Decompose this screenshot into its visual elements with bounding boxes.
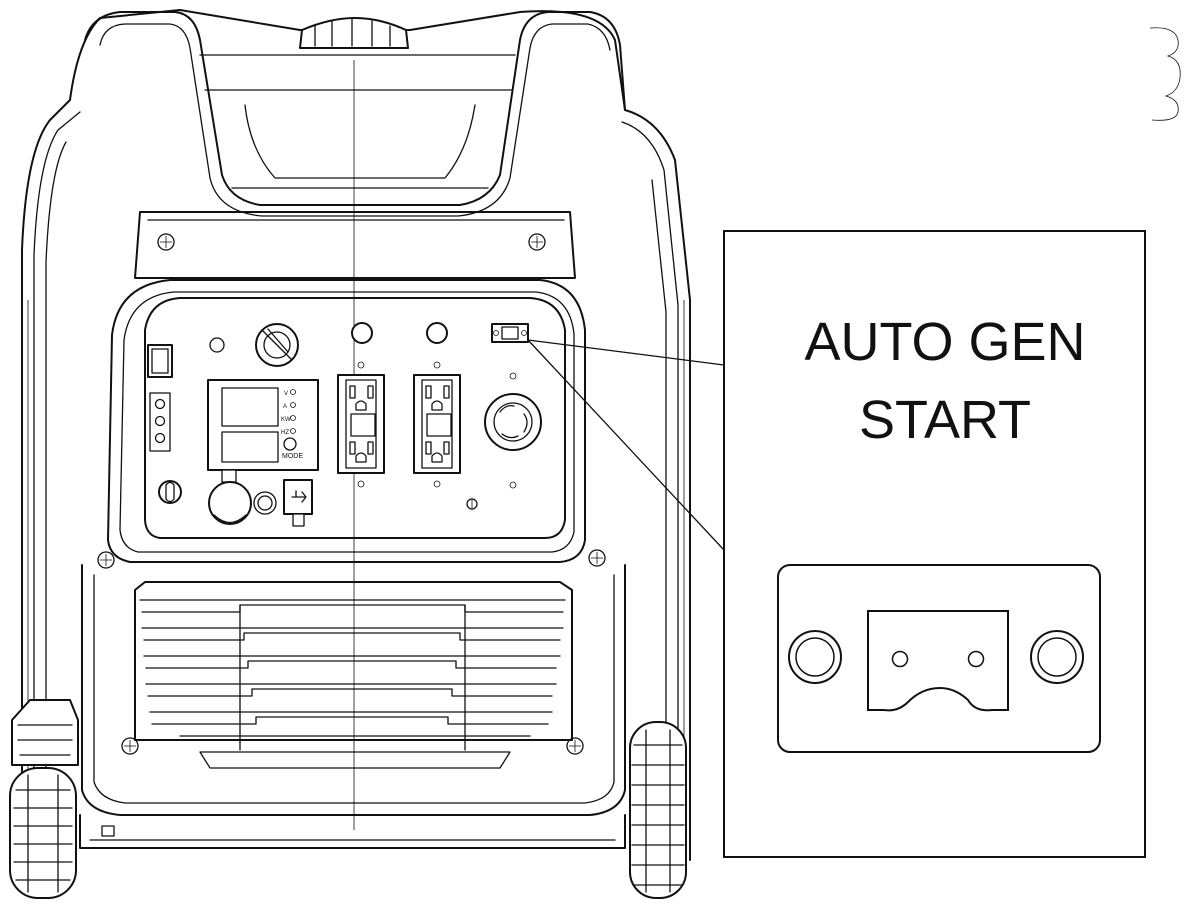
callout-leader-lines — [527, 339, 725, 551]
carry-handle — [84, 11, 626, 217]
meter-unit-hz: HZ — [281, 430, 289, 436]
callout-title-line2: START — [859, 390, 1031, 450]
screw-bottom-right — [566, 737, 584, 755]
meter-unit-v: V — [284, 391, 288, 397]
fuel-cap — [299, 17, 409, 49]
power-switch — [147, 344, 173, 378]
fuel-knob — [255, 323, 299, 367]
right-wheel — [629, 721, 687, 899]
screw-top-left — [157, 233, 175, 251]
indicator-lights — [149, 392, 171, 452]
left-wheel — [9, 699, 79, 899]
auto-gen-start-connector — [491, 323, 529, 343]
screw-top-right — [528, 233, 546, 251]
generator-body: V A KW HZ MODE — [9, 9, 691, 899]
screw-bottom-left — [121, 737, 139, 755]
meter-unit-a: A — [283, 404, 287, 410]
screw-mid-right — [588, 549, 606, 567]
screw-mid-left — [97, 551, 115, 569]
outlet-right — [413, 361, 461, 488]
usb-port — [283, 479, 313, 527]
mode-label: MODE — [282, 453, 303, 460]
callout-title-line1: AUTO GEN — [804, 312, 1085, 372]
outlet-left — [337, 361, 385, 488]
dc-socket — [208, 469, 252, 525]
pull-start-knob — [158, 480, 182, 504]
meter-unit-kw: KW — [281, 417, 291, 423]
vent-grille — [134, 581, 573, 769]
twist-lock-outlet — [484, 372, 542, 489]
callout-box: AUTO GEN START — [723, 230, 1146, 858]
digital-meter: V A KW HZ MODE — [207, 379, 319, 471]
connector-detail — [777, 564, 1101, 753]
